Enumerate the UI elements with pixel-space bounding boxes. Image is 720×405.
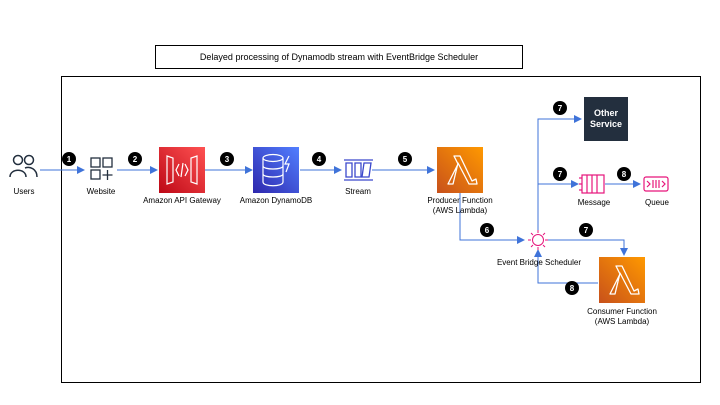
stream-icon [344, 159, 373, 181]
website-icon [90, 157, 113, 180]
message-label: Message [577, 198, 611, 207]
consumer-function-label-line2: (AWS Lambda) [594, 317, 650, 326]
arrow-consumer-scheduler [534, 249, 598, 284]
step-badge-6: 6 [480, 223, 494, 237]
sqs-message-icon [579, 174, 605, 194]
dynamodb-label: Amazon DynamoDB [239, 196, 313, 205]
dynamodb-icon [253, 147, 299, 193]
step-badge-1: 1 [62, 152, 76, 166]
eventbridge-scheduler-icon [528, 230, 548, 250]
producer-function-label-line1: Producer Function [427, 196, 493, 205]
diagram-title-text: Delayed processing of Dynamodb stream wi… [199, 52, 479, 62]
arrow-scheduler-consumer [548, 239, 628, 256]
other-service-label-line1: Other [593, 108, 618, 118]
consumer-lambda-icon [599, 257, 645, 303]
api-gateway-icon [159, 147, 205, 193]
arrow-scheduler-other-service [537, 115, 582, 232]
step-badge-7-other-service: 7 [553, 101, 567, 115]
step-badge-5: 5 [398, 152, 412, 166]
other-service-box: Other Service [584, 97, 628, 141]
producer-lambda-icon [437, 147, 483, 193]
step-badge-7-message: 7 [553, 167, 567, 181]
step-badge-3: 3 [220, 152, 234, 166]
consumer-function-label: Consumer Function (AWS Lambda) [572, 307, 672, 327]
step-badge-4: 4 [312, 152, 326, 166]
step-badge-7-consumer: 7 [579, 223, 593, 237]
users-icon [9, 154, 38, 178]
diagram-frame [61, 76, 701, 383]
event-bridge-scheduler-label: Event Bridge Scheduler [496, 258, 582, 267]
stream-label: Stream [345, 187, 371, 196]
step-badge-8-consumer: 8 [565, 281, 579, 295]
producer-function-label: Producer Function (AWS Lambda) [410, 196, 510, 216]
users-label: Users [13, 187, 35, 196]
queue-label: Queue [644, 198, 670, 207]
step-badge-8-queue: 8 [617, 167, 631, 181]
step-badge-2: 2 [128, 152, 142, 166]
producer-function-label-line2: (AWS Lambda) [432, 206, 488, 215]
other-service-label-line2: Service [589, 119, 623, 129]
api-gateway-label: Amazon API Gateway [143, 196, 221, 205]
consumer-function-label-line1: Consumer Function [587, 307, 657, 316]
sqs-queue-icon [643, 176, 669, 192]
diagram-title: Delayed processing of Dynamodb stream wi… [155, 45, 523, 69]
arrow-producer-scheduler [459, 192, 525, 244]
website-label: Website [86, 187, 116, 196]
